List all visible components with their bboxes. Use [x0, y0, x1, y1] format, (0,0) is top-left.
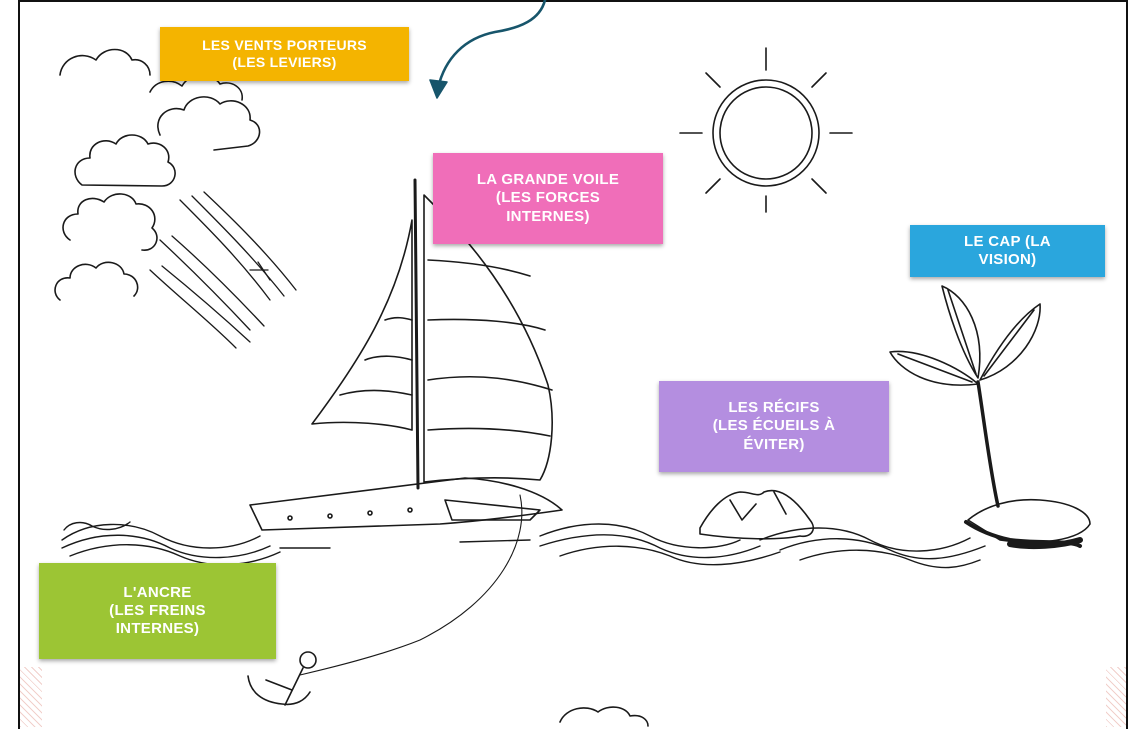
anchor-icon	[248, 652, 316, 705]
label-recifs-line1: LES RÉCIFS	[728, 399, 819, 417]
label-voile-line1: LA GRANDE VOILE	[477, 171, 619, 189]
label-voile-line3: INTERNES)	[506, 208, 590, 226]
curved-arrow-icon	[430, 0, 545, 98]
label-ancre-line1: L'ANCRE	[123, 584, 191, 602]
label-recifs: LES RÉCIFS (LES ÉCUEILS À ÉVITER)	[659, 381, 889, 472]
cloud-icon	[560, 707, 648, 726]
reef-rocks-icon	[700, 491, 813, 539]
sailboat-icon	[250, 180, 562, 675]
label-cap-line1: LE CAP (LA	[964, 233, 1051, 251]
label-cap-line2: VISION)	[979, 251, 1037, 269]
label-recifs-line3: ÉVITER)	[743, 436, 804, 454]
label-vents-line2: (LES LEVIERS)	[232, 54, 336, 71]
waves-icon	[62, 522, 985, 568]
sun-icon	[680, 48, 852, 212]
palm-island-icon	[890, 286, 1090, 546]
label-ancre: L'ANCRE (LES FREINS INTERNES)	[39, 563, 276, 659]
label-grande-voile: LA GRANDE VOILE (LES FORCES INTERNES)	[433, 153, 663, 244]
label-vents-porteurs: LES VENTS PORTEURS (LES LEVIERS)	[160, 27, 409, 81]
cloud-icon	[55, 50, 260, 301]
label-cap: LE CAP (LA VISION)	[910, 225, 1105, 277]
label-ancre-line3: INTERNES)	[116, 620, 200, 638]
label-voile-line2: (LES FORCES	[496, 189, 600, 207]
label-vents-line1: LES VENTS PORTEURS	[202, 37, 367, 54]
label-recifs-line2: (LES ÉCUEILS À	[713, 417, 836, 435]
label-ancre-line2: (LES FREINS	[109, 602, 206, 620]
wind-streaks	[150, 192, 296, 348]
